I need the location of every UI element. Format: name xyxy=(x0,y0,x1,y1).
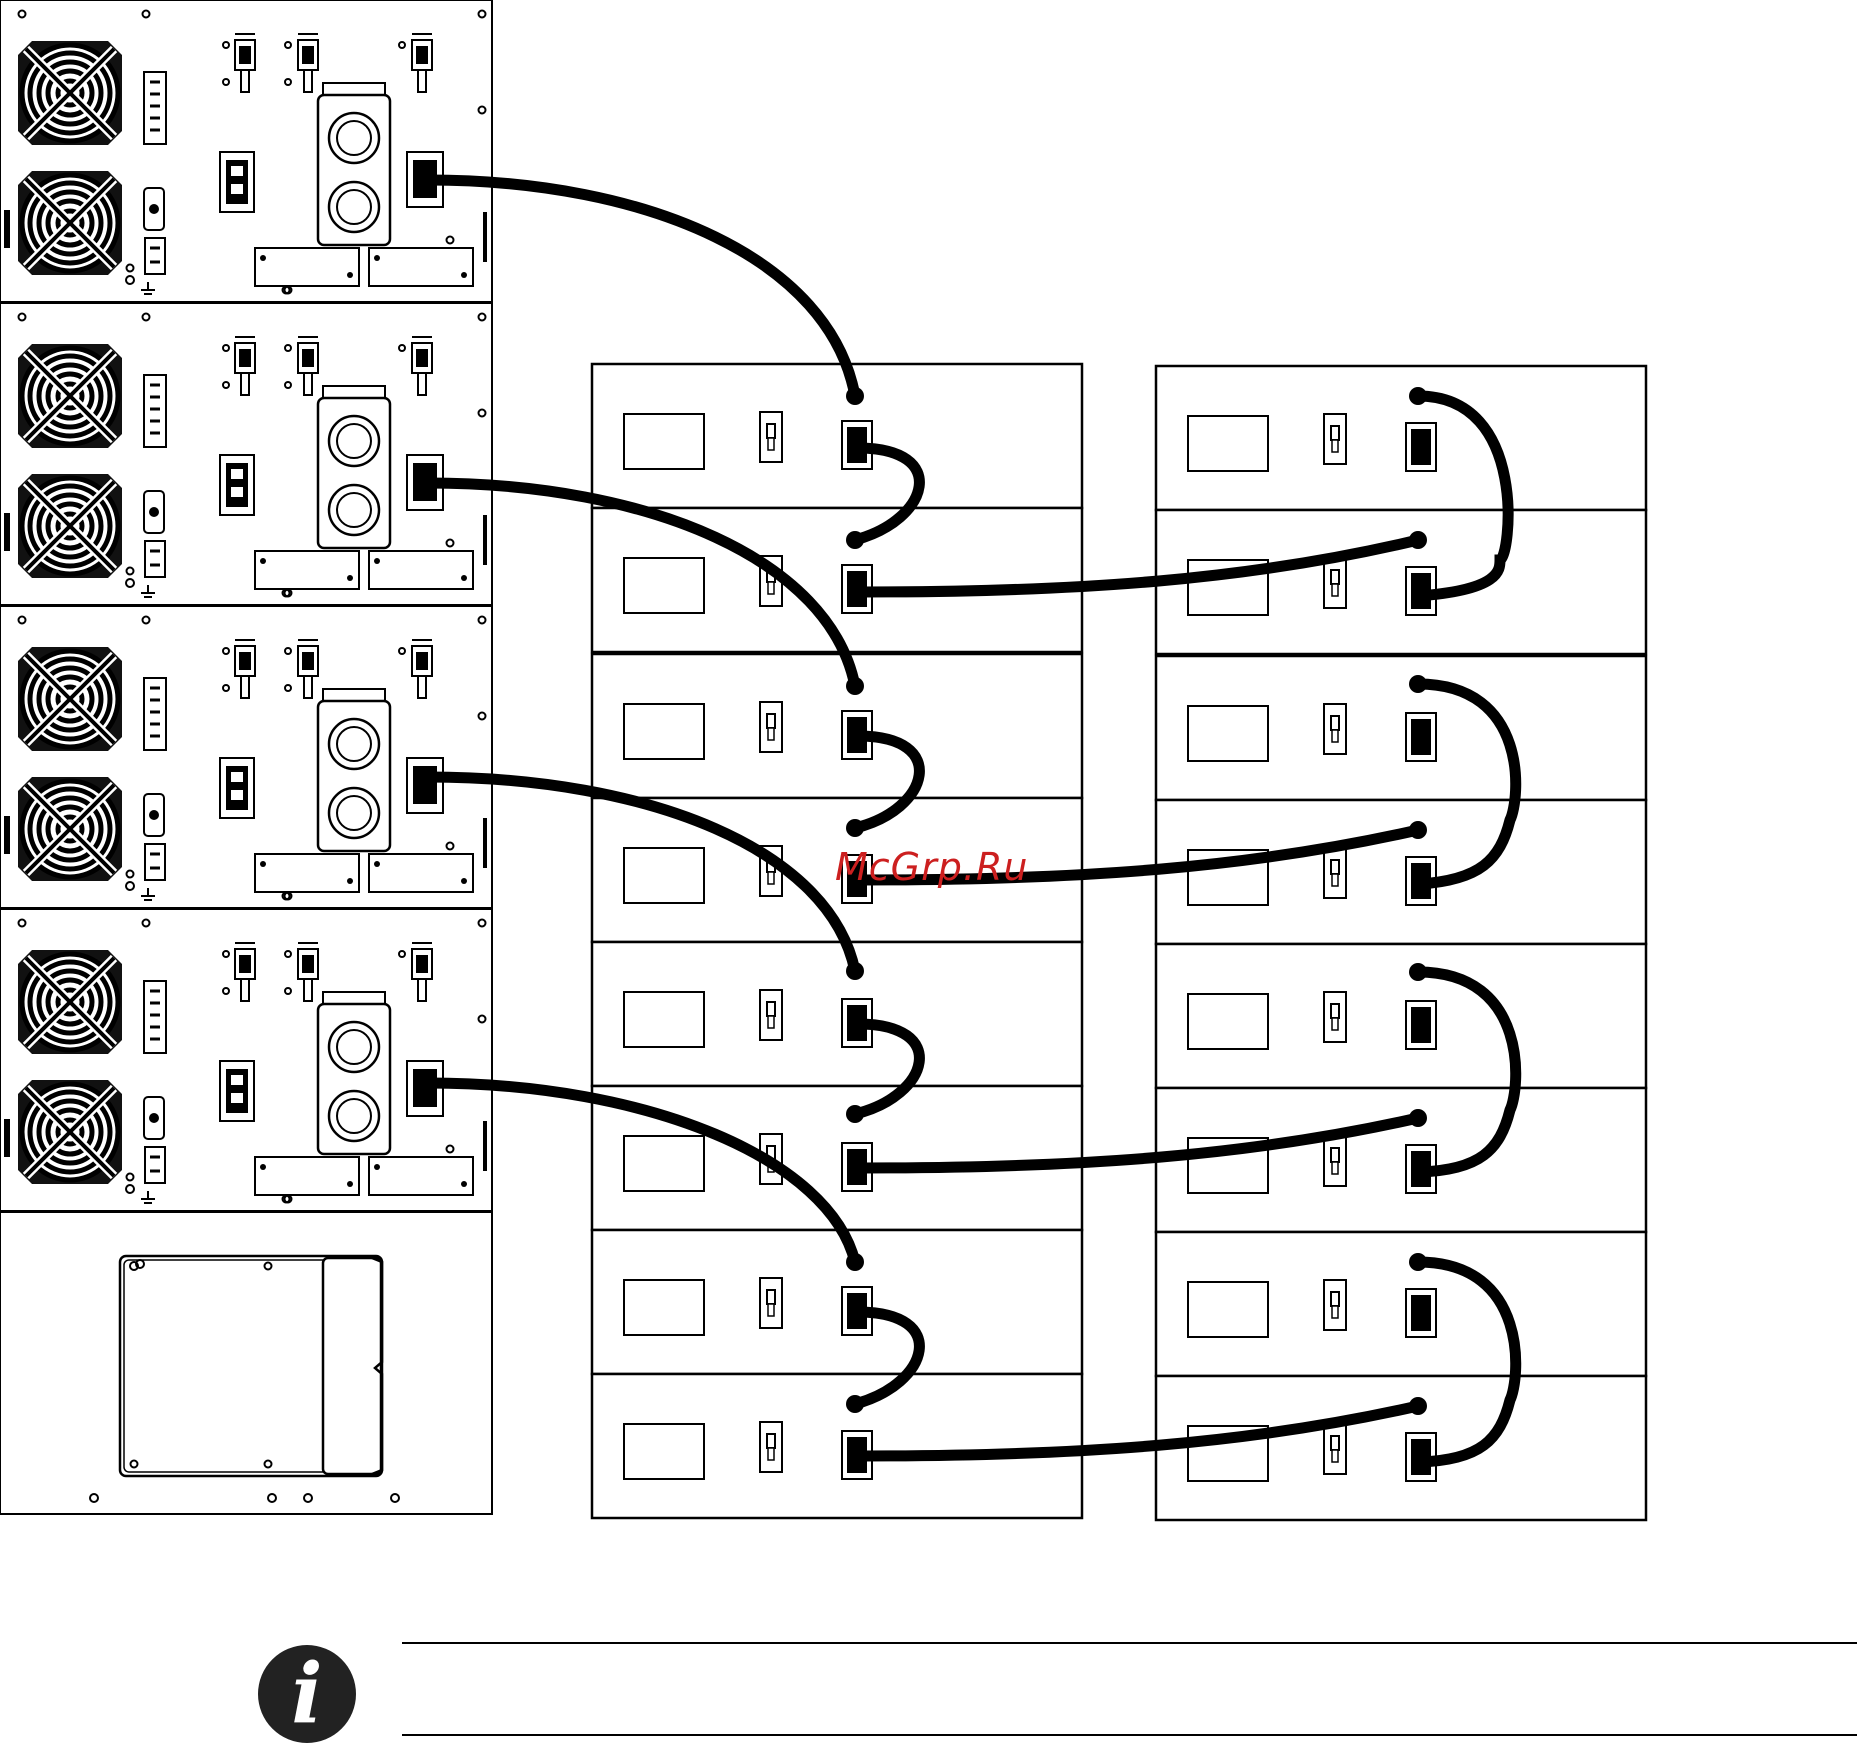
ups-module-2 xyxy=(0,303,492,605)
note-top-rule xyxy=(402,1642,1857,1644)
ups-module-3 xyxy=(0,606,492,908)
watermark-text: McGrp.Ru xyxy=(835,845,1028,889)
bypass-module xyxy=(0,1212,492,1514)
info-glyph: i xyxy=(258,1649,356,1739)
battery-column-1 xyxy=(592,364,1082,1518)
note-bottom-rule xyxy=(402,1734,1857,1736)
ups-module-4 xyxy=(0,909,492,1211)
ups-module-1 xyxy=(0,0,492,302)
info-icon: i xyxy=(258,1645,356,1743)
